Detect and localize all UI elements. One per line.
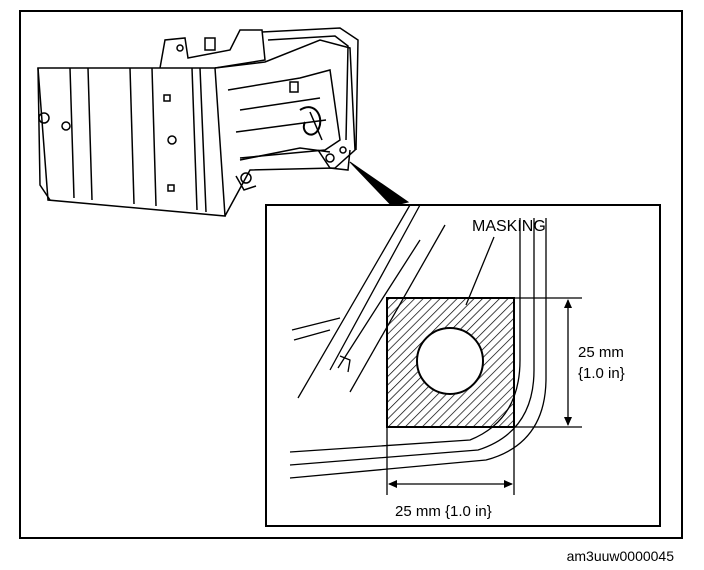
width-label: 25 mm {1.0 in} [395, 503, 492, 520]
mounting-hole [416, 327, 484, 395]
height-label-mm: 25 mm [578, 344, 624, 361]
zoom-pointer [349, 161, 410, 207]
figure-code: am3uuw0000045 [566, 548, 674, 564]
height-dimension [514, 297, 582, 428]
masking-label: MASKING [472, 218, 546, 235]
detail-panel-lines [289, 204, 547, 479]
outer-frame [19, 10, 683, 539]
height-label-in: {1.0 in} [578, 365, 625, 382]
masking-leader [465, 236, 495, 306]
width-dimension [386, 427, 515, 495]
chassis-assembly [37, 27, 359, 217]
